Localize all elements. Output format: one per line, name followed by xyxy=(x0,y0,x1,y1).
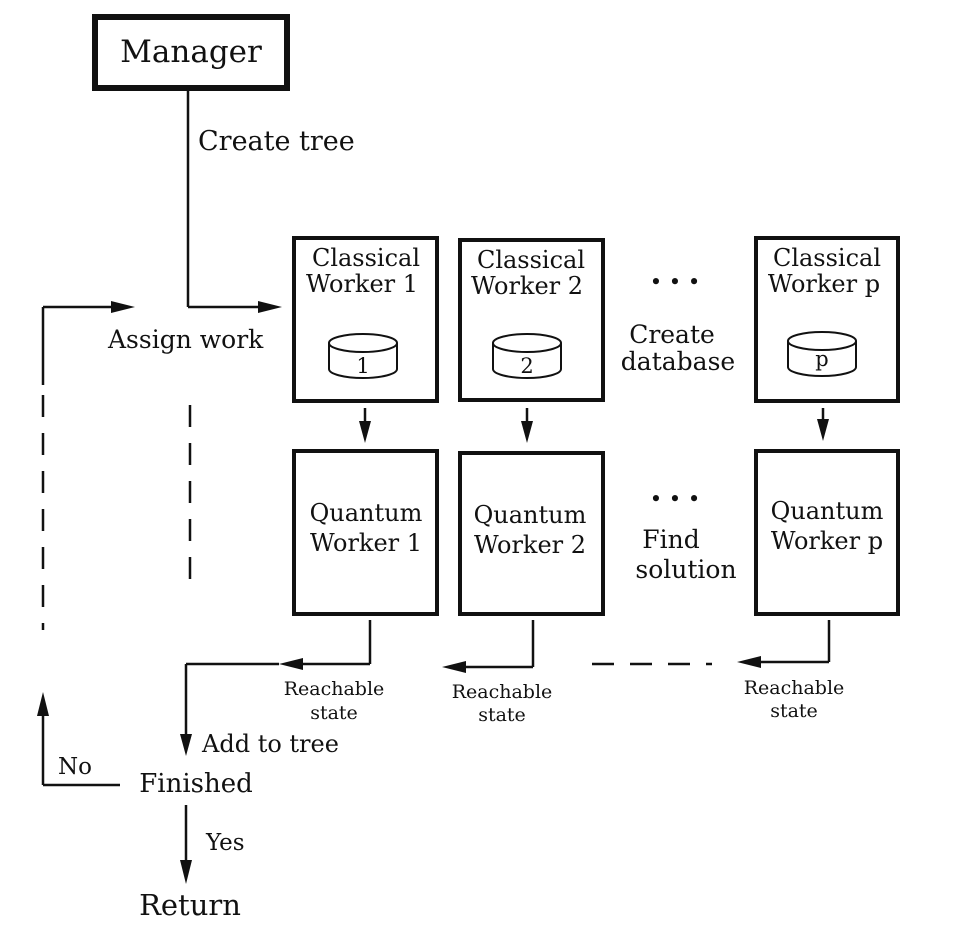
quantum-worker-p-line1: Quantum xyxy=(771,497,884,525)
classical-to-quantum-p-arrowhead xyxy=(817,419,829,441)
reachable-state-p-line2: state xyxy=(770,700,818,722)
classical-worker-1-line2: Worker 1 xyxy=(306,270,418,298)
finished-label: Finished xyxy=(139,769,253,799)
manager-label: Manager xyxy=(120,34,262,70)
quantum-2-arrowhead xyxy=(442,661,466,673)
no-label: No xyxy=(58,754,92,780)
reachable-state-1-line2: state xyxy=(310,702,358,724)
quantum-worker-1-line2: Worker 1 xyxy=(310,529,422,557)
classical-to-quantum-1-arrowhead xyxy=(359,421,371,443)
database-2-icon: 2 xyxy=(492,333,562,379)
ellipsis-bottom: • • • xyxy=(650,487,701,511)
quantum-worker-p-line2: Worker p xyxy=(771,527,883,555)
database-2-label: 2 xyxy=(520,354,533,378)
return-label: Return xyxy=(139,888,241,922)
worker-column-1: Classical Worker 1 1 Quantum Worker 1 Re… xyxy=(279,236,439,724)
yes-arrowhead xyxy=(180,860,192,884)
classical-worker-2-line2: Worker 2 xyxy=(471,272,583,300)
quantum-worker-1-line1: Quantum xyxy=(310,499,423,527)
find-solution-line1: Find xyxy=(642,525,699,554)
database-1-icon: 1 xyxy=(328,333,398,379)
quantum-worker-2-line2: Worker 2 xyxy=(474,531,586,559)
reachable-state-2-line1: Reachable xyxy=(452,681,553,703)
reachable-state-p-line1: Reachable xyxy=(744,677,845,699)
reachable-state-1-line1: Reachable xyxy=(284,678,385,700)
classical-worker-p-line1: Classical xyxy=(773,244,881,272)
database-1-label: 1 xyxy=(356,354,369,378)
create-database-line2: database xyxy=(621,347,735,376)
loop-top-arrowhead xyxy=(111,301,135,313)
database-p-label: p xyxy=(815,347,828,371)
add-to-tree-label: Add to tree xyxy=(201,730,339,758)
database-p-icon: p xyxy=(787,331,857,377)
quantum-worker-2-box xyxy=(458,451,605,616)
quantum-worker-p-box xyxy=(754,449,900,616)
assign-work-label: Assign work xyxy=(107,325,264,354)
classical-to-quantum-2-arrowhead xyxy=(521,421,533,443)
classical-worker-1-line1: Classical xyxy=(312,244,420,272)
ellipsis-top: • • • xyxy=(650,270,701,294)
create-database-line1: Create xyxy=(629,320,715,349)
quantum-p-arrowhead xyxy=(737,656,761,668)
manager-box xyxy=(92,14,290,91)
create-tree-label: Create tree xyxy=(198,126,355,157)
classical-worker-2-line1: Classical xyxy=(477,246,585,274)
worker-column-2: Classical Worker 2 2 Quantum Worker 2 Re… xyxy=(442,238,605,726)
reachable-state-2-line2: state xyxy=(478,704,526,726)
find-solution-line2: solution xyxy=(635,555,736,584)
classical-worker-p-line2: Worker p xyxy=(768,270,880,298)
quantum-worker-1-box xyxy=(292,449,439,616)
worker-column-p: Classical Worker p p Quantum Worker p Re… xyxy=(737,236,900,722)
quantum-1-arrowhead xyxy=(279,658,303,670)
manager-node: Manager xyxy=(92,14,290,91)
yes-label: Yes xyxy=(205,830,245,856)
to-workers-arrowhead xyxy=(258,301,282,313)
loop-up-arrowhead xyxy=(37,692,49,716)
collect-down-arrowhead xyxy=(180,734,192,756)
quantum-worker-2-line1: Quantum xyxy=(474,501,587,529)
